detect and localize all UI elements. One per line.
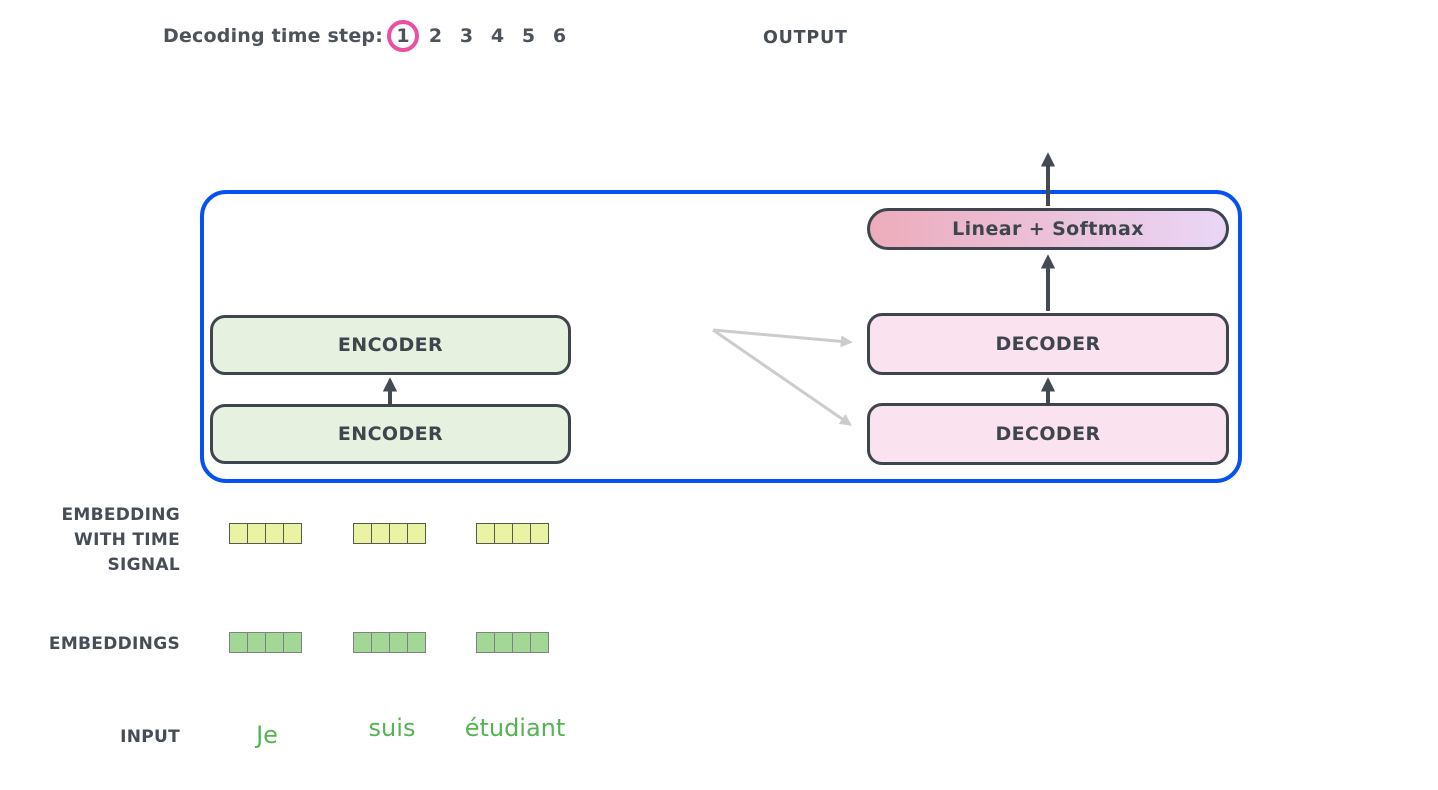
vector-cell <box>389 632 408 653</box>
input-label: INPUT <box>120 727 180 747</box>
vector-cell <box>407 523 426 544</box>
decoding-timestep-control: Decoding time step: 1 2 3 4 5 6 <box>163 16 575 56</box>
embedding-with-time-signal-label: EMBEDDING WITH TIME SIGNAL <box>0 503 180 578</box>
input-word-suis: suis <box>368 714 416 742</box>
time-embedding-vector-1 <box>229 523 302 544</box>
timestep-6[interactable]: 6 <box>552 25 567 47</box>
vector-cell <box>407 632 426 653</box>
decoding-timestep-label: Decoding time step: <box>163 25 383 47</box>
vector-cell <box>371 523 390 544</box>
vector-cell <box>247 523 266 544</box>
embedding-vector-1 <box>229 632 302 653</box>
decoder-box-top: DECODER <box>867 313 1229 375</box>
vector-cell <box>265 523 284 544</box>
encoder-decoder-container <box>200 190 1242 483</box>
vector-cell <box>512 632 531 653</box>
vector-cell <box>265 632 284 653</box>
linear-softmax-box: Linear + Softmax <box>867 208 1229 250</box>
timestep-3[interactable]: 3 <box>459 25 474 47</box>
vector-cell <box>353 523 372 544</box>
encoder-box-top: ENCODER <box>210 315 571 375</box>
timestep-2[interactable]: 2 <box>428 25 443 47</box>
embedding-vector-2 <box>353 632 426 653</box>
time-embedding-vector-3 <box>476 523 549 544</box>
encoder-box-bottom: ENCODER <box>210 404 571 464</box>
input-word-etudiant: étudiant <box>464 714 566 742</box>
vector-cell <box>229 632 248 653</box>
vector-cell <box>229 523 248 544</box>
vector-cell <box>476 523 495 544</box>
input-word-je: Je <box>256 721 278 749</box>
vector-cell <box>530 632 549 653</box>
vector-cell <box>371 632 390 653</box>
embedding-vector-3 <box>476 632 549 653</box>
vector-cell <box>530 523 549 544</box>
time-embedding-vector-2 <box>353 523 426 544</box>
vector-cell <box>476 632 495 653</box>
output-label: OUTPUT <box>763 28 848 48</box>
embedding-with-time-signal-line3: SIGNAL <box>107 555 180 575</box>
timestep-4[interactable]: 4 <box>490 25 505 47</box>
vector-cell <box>494 523 513 544</box>
vector-cell <box>494 632 513 653</box>
timestep-1-selected[interactable]: 1 <box>387 20 419 52</box>
vector-cell <box>283 632 302 653</box>
vector-cell <box>353 632 372 653</box>
decoder-box-bottom: DECODER <box>867 403 1229 465</box>
vector-cell <box>389 523 408 544</box>
vector-cell <box>512 523 531 544</box>
vector-cell <box>283 523 302 544</box>
vector-cell <box>247 632 266 653</box>
embedding-with-time-signal-line1: EMBEDDING <box>61 505 180 525</box>
embeddings-label: EMBEDDINGS <box>48 634 180 654</box>
timestep-5[interactable]: 5 <box>521 25 536 47</box>
embedding-with-time-signal-line2: WITH TIME <box>74 530 180 550</box>
